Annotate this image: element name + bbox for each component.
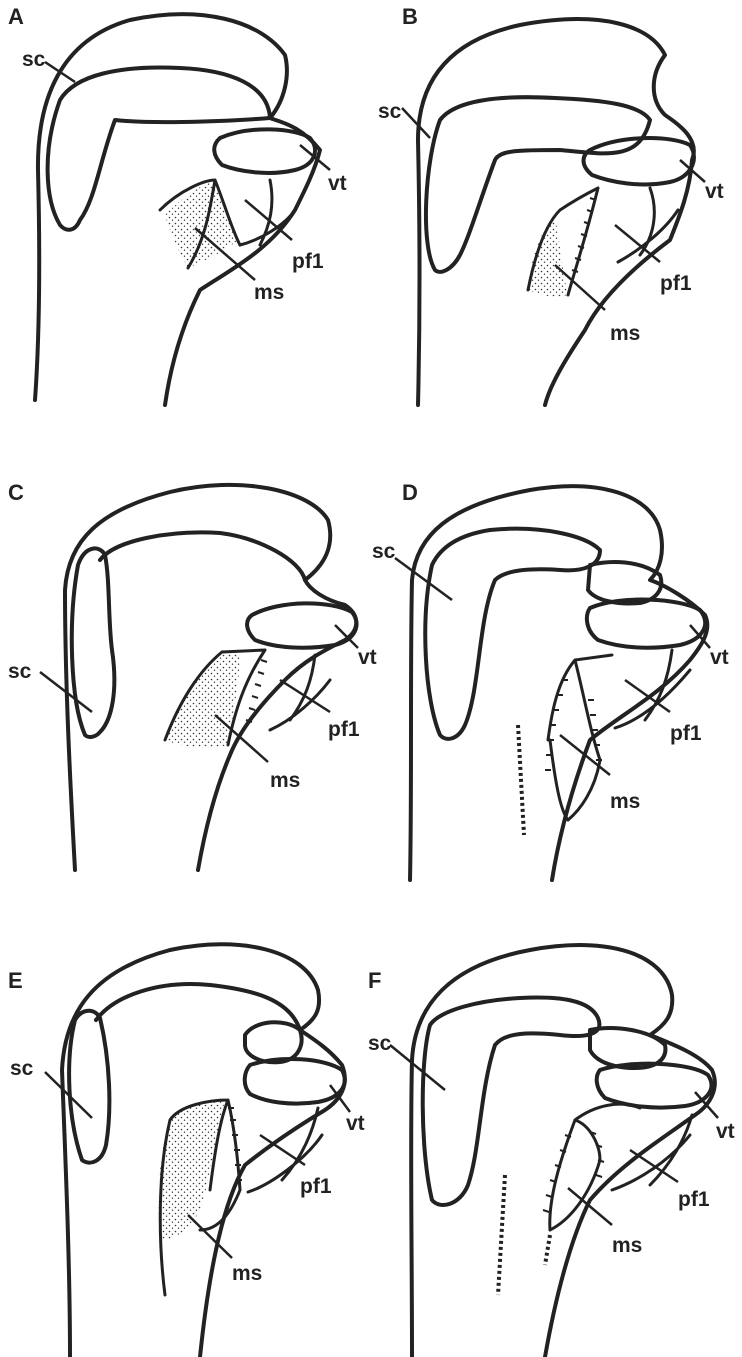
bone-outline: [418, 19, 694, 405]
panel-letter: C: [8, 480, 24, 505]
label-sc: sc: [22, 48, 46, 71]
label-vt: vt: [358, 646, 377, 669]
scapular-canal: [69, 1011, 109, 1163]
panel-c: C sc vt pf1 ms: [8, 480, 377, 870]
label-pf1: pf1: [300, 1175, 332, 1198]
ms-stipple: [165, 652, 240, 747]
vt-process: [245, 1059, 345, 1104]
label-pf1: pf1: [292, 250, 324, 273]
label-vt: vt: [346, 1112, 365, 1135]
label-vt: vt: [705, 180, 724, 203]
panel-letter: F: [368, 968, 381, 993]
label-ms: ms: [612, 1234, 642, 1257]
panel-b: B sc vt pf1 ms: [378, 4, 724, 405]
panel-f: F sc vt pf1 ms: [368, 945, 735, 1357]
sc-leader: [45, 62, 75, 82]
scapular-canal: [425, 529, 600, 739]
ms-leader: [568, 1188, 612, 1225]
sc-leader: [402, 108, 430, 138]
bone-outline: [410, 486, 707, 880]
label-ms: ms: [232, 1262, 262, 1285]
scapular-canal: [48, 67, 270, 229]
label-ms: ms: [610, 322, 640, 345]
label-pf1: pf1: [670, 722, 702, 745]
dashed-line: [518, 725, 524, 835]
label-vt: vt: [716, 1120, 735, 1143]
label-sc: sc: [10, 1057, 34, 1080]
dashed-line-short: [545, 1235, 550, 1265]
dashed-line: [498, 1175, 505, 1295]
panel-d: D sc vt pf1 ms: [372, 480, 729, 880]
pf1-ridge: [615, 650, 690, 728]
joint-lobe: [588, 562, 661, 603]
label-sc: sc: [8, 660, 32, 683]
vt-process: [597, 1064, 712, 1108]
label-vt: vt: [710, 646, 729, 669]
vt-process: [214, 129, 315, 173]
label-vt: vt: [328, 172, 347, 195]
label-pf1: pf1: [678, 1188, 710, 1211]
label-sc: sc: [372, 540, 396, 563]
label-ms: ms: [270, 769, 300, 792]
vt-process: [587, 600, 705, 648]
sc-leader: [390, 1045, 445, 1090]
label-pf1: pf1: [660, 272, 692, 295]
vt-process: [584, 138, 694, 184]
label-ms: ms: [254, 281, 284, 304]
label-ms: ms: [610, 790, 640, 813]
sc-leader: [395, 558, 452, 600]
ms-scar: [548, 655, 612, 820]
panel-letter: E: [8, 968, 23, 993]
panel-letter: B: [402, 4, 418, 29]
upper-canal: [100, 532, 305, 580]
label-pf1: pf1: [328, 718, 360, 741]
ms-leader: [560, 735, 610, 775]
label-sc: sc: [378, 100, 402, 123]
panel-e: E sc vt pf1 ms: [8, 944, 365, 1357]
scapular-canal: [72, 548, 115, 737]
scapular-canal: [423, 998, 600, 1205]
ms-leader: [188, 1215, 232, 1258]
panel-letter: A: [8, 4, 24, 29]
panel-letter: D: [402, 480, 418, 505]
joint-lobe: [245, 1022, 302, 1062]
panel-a: A sc vt pf1 ms: [8, 4, 347, 405]
label-sc: sc: [368, 1032, 392, 1055]
